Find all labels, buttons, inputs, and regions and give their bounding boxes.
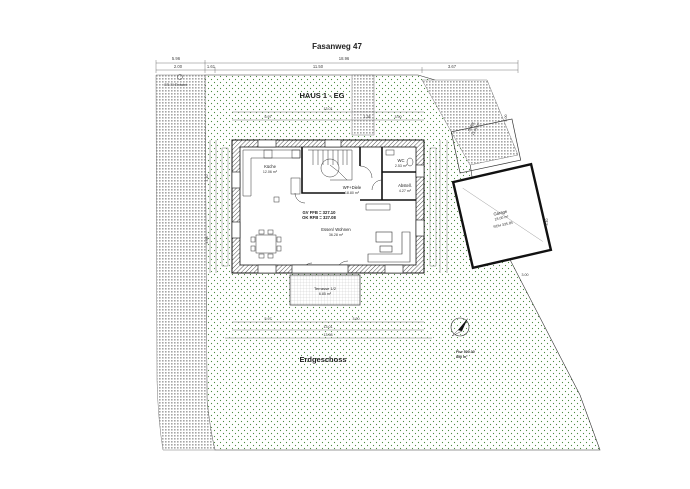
floor-title: Erdgeschoss bbox=[299, 355, 346, 364]
room-wc-name: WC bbox=[398, 158, 405, 163]
dim-house-top-c: 3.90 bbox=[395, 115, 402, 119]
room-wc-area: 2.53 m² bbox=[395, 164, 408, 168]
wardrobe bbox=[365, 203, 391, 211]
path-label: GS-St Einfahrt bbox=[164, 83, 187, 87]
dim-house-bot-outer: 13.98 bbox=[324, 333, 333, 337]
shrubs bbox=[221, 147, 437, 267]
dim-seg2: 1.61 bbox=[207, 64, 216, 69]
room-kueche-area: 12.06 m² bbox=[263, 170, 278, 174]
dim-seg1: 2.00 bbox=[174, 64, 183, 69]
house-title: HAUS 1 - EG bbox=[299, 91, 344, 100]
garage-code: RDH 335.85 bbox=[493, 221, 513, 229]
dim-seg4: 3.67 bbox=[448, 64, 457, 69]
survey-point-icon bbox=[177, 74, 183, 80]
wc-fixtures bbox=[385, 149, 414, 167]
carport bbox=[450, 118, 522, 174]
interior-walls bbox=[301, 147, 416, 201]
driveway bbox=[421, 79, 519, 166]
carport-name: Stellpl. bbox=[467, 121, 476, 132]
dim-left: 5.96 bbox=[172, 56, 181, 61]
entrance-walkway bbox=[351, 74, 375, 136]
top-dimension-lines bbox=[155, 60, 519, 73]
street-title: Fasanweg 47 bbox=[312, 42, 362, 51]
dim-house-bot-a: 5.97 bbox=[265, 317, 272, 321]
dim-house-bot-total: 13.01 bbox=[324, 325, 333, 329]
dim-left-b: 4.68 bbox=[205, 237, 209, 244]
staircase bbox=[308, 149, 353, 181]
dim-right-a: 5.00 bbox=[504, 115, 508, 122]
dim-total: 18.96 bbox=[339, 56, 350, 61]
dim-house-top-a: 5.97 bbox=[265, 115, 272, 119]
dining-table bbox=[250, 229, 282, 259]
dim-house-top-b: 1.38 bbox=[364, 115, 371, 119]
north-arrow-icon bbox=[450, 317, 470, 337]
room-terrasse-name: Terrasse 1/2 bbox=[314, 286, 337, 291]
room-diele-area: 18.80 m² bbox=[345, 191, 360, 195]
room-abstell-name: Abstell. bbox=[398, 183, 412, 188]
dim-house-top-total: 13.01 bbox=[324, 107, 333, 111]
room-abstell-area: 4.27 m² bbox=[399, 189, 412, 193]
plot-line1: Flur 500.00 bbox=[456, 350, 475, 354]
dim-right-b: 3.40 bbox=[545, 219, 549, 226]
room-essen-name: Essen/ Wohnen bbox=[321, 227, 351, 232]
kitchen-counter bbox=[242, 149, 301, 203]
house-bottom-dims bbox=[225, 321, 432, 339]
house-interior bbox=[239, 146, 417, 266]
totals-line1: GV FFB = 327.10 bbox=[303, 210, 337, 215]
house-top-dims bbox=[232, 111, 424, 121]
garage-name: Garage bbox=[493, 209, 508, 217]
garage-area: 18.00 m² bbox=[494, 214, 510, 221]
paved-path bbox=[155, 74, 216, 451]
sofa bbox=[367, 231, 411, 263]
windows bbox=[231, 139, 425, 274]
room-kueche-name: Küche bbox=[264, 164, 277, 169]
side-dims bbox=[209, 140, 448, 273]
dim-left-a: 4.10 bbox=[205, 175, 209, 182]
garage bbox=[451, 162, 553, 270]
dim-garage-bottom: 3.00 bbox=[522, 273, 529, 277]
carport-area: 15.00 m² bbox=[471, 121, 482, 136]
plot-line2: 850 m² bbox=[456, 355, 468, 359]
room-essen-area: 36.28 m² bbox=[329, 233, 344, 237]
room-diele-name: WF+Diele bbox=[343, 185, 362, 190]
room-terrasse-area: 6.85 m² bbox=[319, 292, 332, 296]
dim-seg3: 11.50 bbox=[313, 64, 324, 69]
terrace bbox=[289, 274, 361, 306]
totals-line2: OK RFB = 327.08 bbox=[302, 215, 336, 220]
dim-house-bot-b: 3.90 bbox=[353, 317, 360, 321]
